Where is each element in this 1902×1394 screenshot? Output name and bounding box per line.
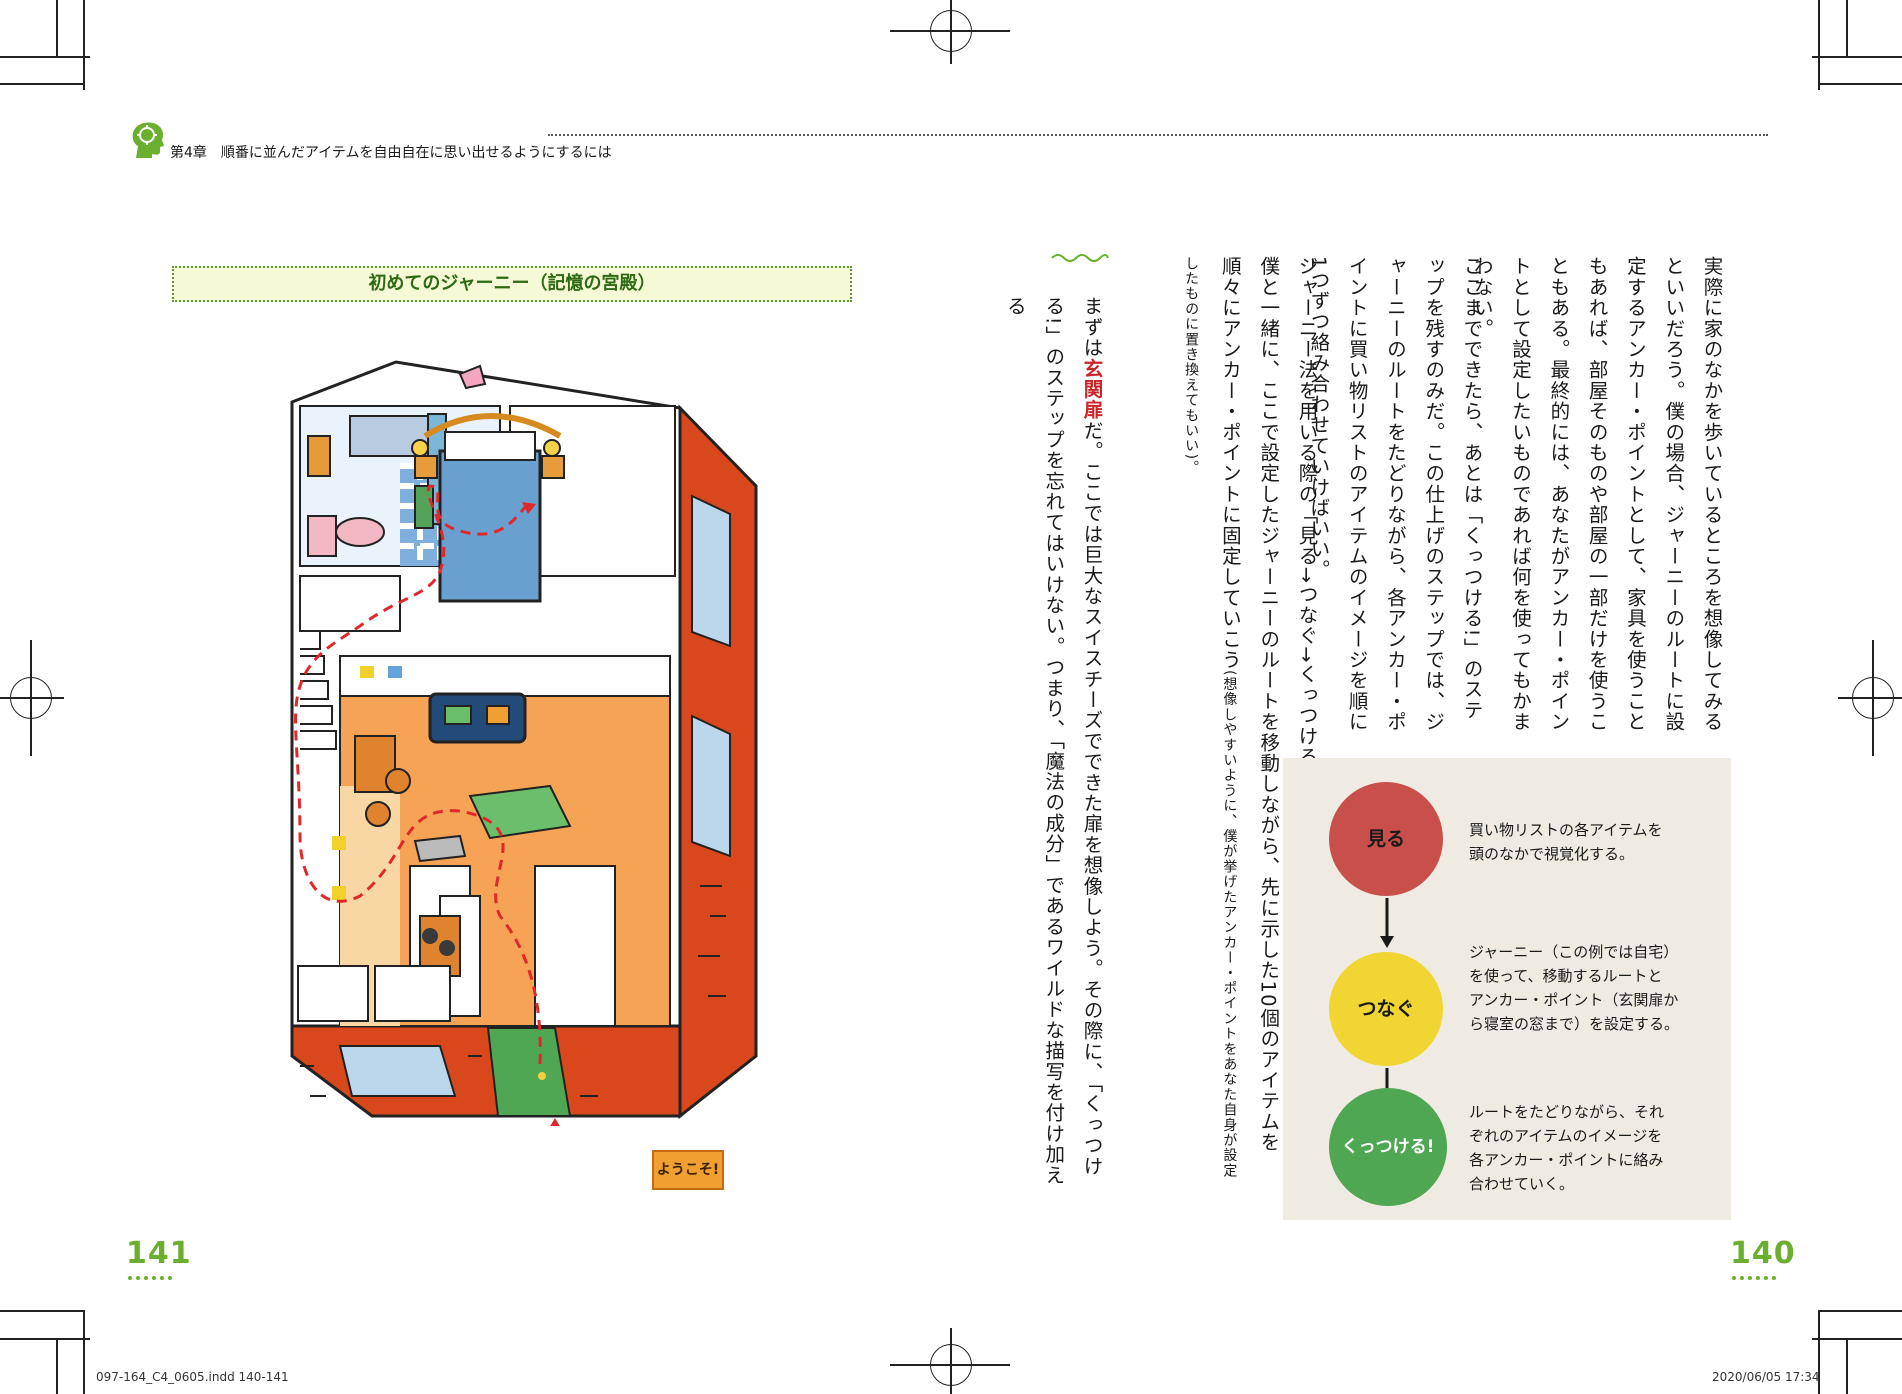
crop-mark bbox=[1812, 56, 1902, 58]
wavy-divider bbox=[1051, 254, 1109, 262]
crop-mark bbox=[56, 1338, 58, 1394]
crop-mark bbox=[1812, 1338, 1902, 1340]
chapter-title: 第4章 順番に並んだアイテムを自由自在に思い出せるようにするには bbox=[170, 145, 612, 161]
step-label: つなぐ bbox=[1357, 998, 1415, 1020]
page-number-dots bbox=[128, 1276, 172, 1280]
registration-mark-line bbox=[1838, 697, 1902, 699]
crop-mark bbox=[83, 1310, 85, 1394]
bedroom bbox=[411, 364, 676, 603]
head-silhouette-icon bbox=[132, 122, 164, 158]
steps-diagram: 見る 買い物リストの各アイテムを 頭のなかで視覚化する。 つなぐ ジャーニー（こ… bbox=[1283, 758, 1731, 1220]
chapter-header: 第4章 順番に並んだアイテムを自由自在に思い出せるようにするには bbox=[128, 120, 1768, 161]
welcome-sign: ようこそ! bbox=[652, 1150, 724, 1190]
step-connect-circle: つなぐ bbox=[1329, 952, 1443, 1066]
crop-mark bbox=[56, 0, 58, 56]
step-attach-description: ルートをたどりながら、それ ぞれのアイテムのイメージを 各アンカー・ポイントに絡… bbox=[1469, 1103, 1665, 1193]
crop-mark bbox=[1846, 1338, 1848, 1394]
step-see-description: 買い物リストの各アイテムを 頭のなかで視覚化する。 bbox=[1469, 821, 1663, 863]
step-attach-circle: くっつける! bbox=[1329, 1088, 1447, 1206]
step-label: くっつける! bbox=[1341, 1137, 1435, 1157]
paragraph-note: (想像しやすいように、僕が挙げたアンカー・ポイントをあなた自身が設定したものに置… bbox=[1183, 256, 1238, 1179]
paragraph-text: まずは bbox=[1080, 296, 1103, 359]
body-paragraph-4: まずは玄関扉だ。ここでは巨大なスイスチーズでできた扉を想像しよう。その際に、「く… bbox=[1003, 296, 1110, 1186]
figure-title: 初めてのジャーニー（記憶の宮殿） bbox=[172, 266, 852, 302]
crop-mark bbox=[83, 0, 85, 90]
body-paragraph-1: 実際に家のなかを歩いているところを想像してみるといいだろう。僕の場合、ジャーニー… bbox=[1470, 256, 1730, 741]
header-rule bbox=[548, 134, 1768, 136]
registration-mark-line bbox=[30, 640, 32, 756]
registration-mark-line bbox=[950, 0, 952, 64]
page-number-right: 140 bbox=[1730, 1236, 1796, 1271]
paragraph-text: だ。ここでは巨大なスイスチーズでできた扉を想像しよう。その際に、「くっつける!」… bbox=[1003, 296, 1103, 1186]
crop-mark bbox=[1818, 1310, 1902, 1312]
step-connect-description: ジャーニー（この例では自宅） を使って、移動するルートと アンカー・ポイント（玄… bbox=[1469, 943, 1680, 1033]
step-label: 見る bbox=[1366, 828, 1405, 850]
registration-mark-line bbox=[1872, 640, 1874, 756]
journey-route bbox=[294, 484, 542, 1065]
crop-mark bbox=[1818, 83, 1902, 85]
step-see-circle: 見る bbox=[1329, 782, 1443, 896]
house-floorplan-illustration bbox=[290, 360, 758, 1126]
registration-mark-line bbox=[0, 697, 64, 699]
page-number-left: 141 bbox=[126, 1236, 192, 1271]
crop-mark bbox=[0, 83, 83, 85]
living-kitchen bbox=[297, 655, 671, 1027]
crop-mark bbox=[1846, 0, 1848, 56]
footer-timestamp: 2020/06/05 17:34 bbox=[1712, 1370, 1820, 1384]
highlight-front-door: 玄関扉 bbox=[1080, 358, 1103, 421]
down-arrow-icon bbox=[1380, 898, 1394, 948]
footer-filename: 097-164_C4_0605.indd 140-141 bbox=[96, 1370, 289, 1384]
crop-mark bbox=[1818, 1310, 1820, 1394]
registration-mark-line bbox=[950, 1328, 952, 1394]
body-paragraph-2: ここまでできたら、あとは「くっつける!」のステップを残すのみだ。この仕上げのステ… bbox=[1307, 256, 1490, 741]
page-number-dots bbox=[1732, 1276, 1776, 1280]
crop-mark bbox=[0, 56, 90, 58]
paragraph-text: ここまでできたら、あとは「くっつける!」のステップを残すのみだ。この仕上げのステ… bbox=[1306, 256, 1483, 733]
paragraph-text: 実際に家のなかを歩いているところを想像してみるといいだろう。僕の場合、ジャーニー… bbox=[1470, 256, 1723, 733]
crop-mark bbox=[0, 1310, 83, 1312]
crop-mark bbox=[0, 1338, 90, 1340]
crop-mark bbox=[1818, 0, 1820, 90]
